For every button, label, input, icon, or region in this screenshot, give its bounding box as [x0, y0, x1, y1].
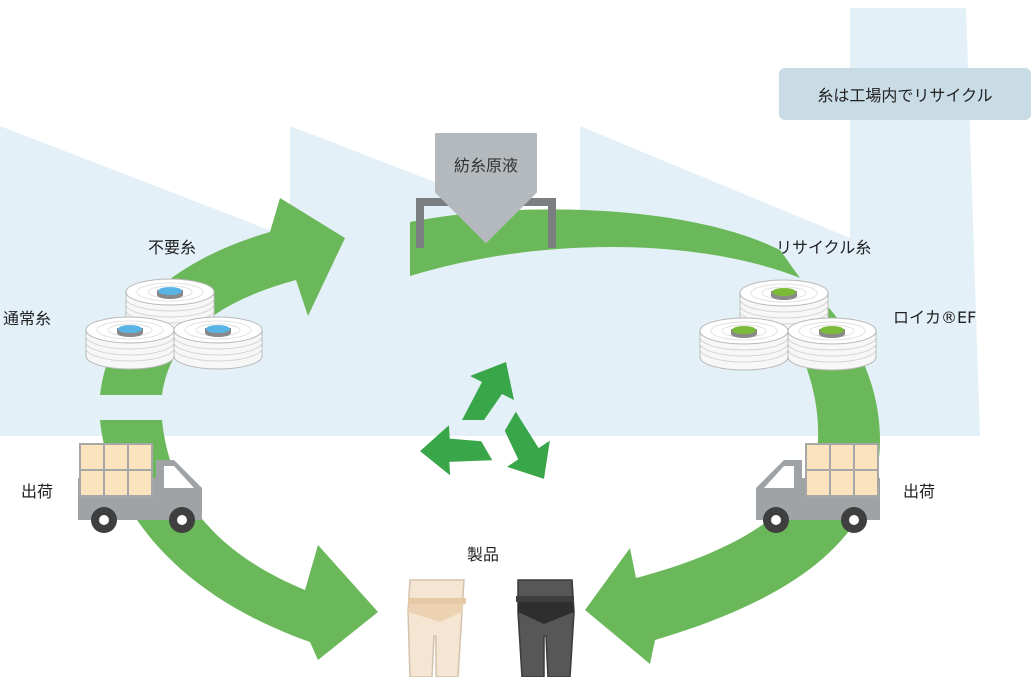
underwear-icon-beige	[407, 579, 466, 677]
factory-recycle-badge: 糸は工場内でリサイクル	[779, 68, 1031, 120]
normal-yarn-label: 通常糸	[3, 309, 52, 328]
ship-label-right: 出荷	[903, 482, 936, 501]
hopper-icon	[416, 133, 556, 248]
waste-yarn-label: 不要糸	[148, 238, 197, 257]
recycled-yarn-label: リサイクル糸	[776, 238, 872, 257]
products-label: 製品	[467, 545, 500, 564]
truck-icon-left	[77, 443, 203, 534]
truck-icon-right	[755, 443, 881, 534]
recycled-yarn-spools	[699, 279, 877, 371]
hopper-label: 紡糸原液	[453, 156, 518, 175]
underwear-icon-dark	[516, 579, 575, 677]
arrow-top	[410, 209, 800, 278]
product-name-label: ロイカ®EF	[893, 308, 977, 327]
ship-label-left: 出荷	[21, 482, 54, 501]
arrow-right-side	[585, 280, 880, 664]
waste-yarn-spools	[85, 278, 263, 370]
